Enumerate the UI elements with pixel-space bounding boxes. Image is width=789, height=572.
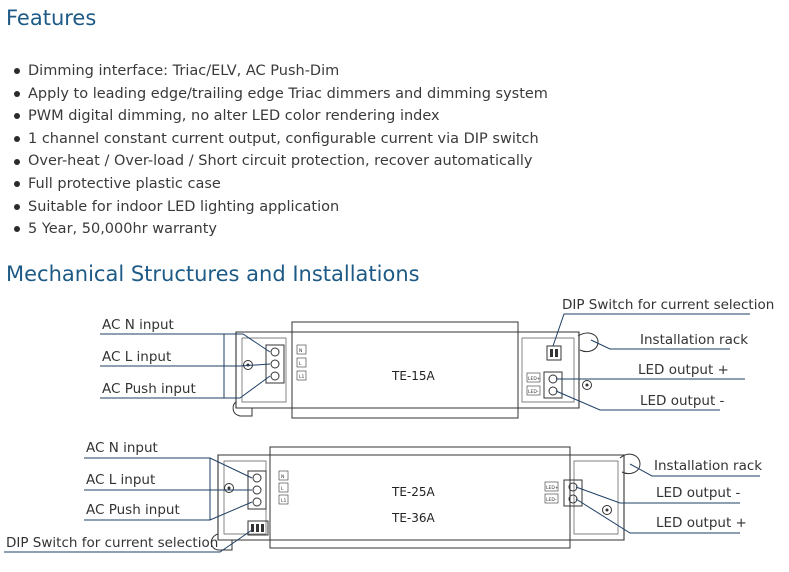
bullet-icon — [14, 90, 20, 97]
terminal-label: L — [281, 486, 284, 492]
features-heading: Features — [6, 6, 97, 30]
mechanical-heading: Mechanical Structures and Installations — [6, 262, 420, 286]
feature-item: Suitable for indoor LED lighting applica… — [14, 196, 548, 219]
output-label: LED+ — [546, 485, 559, 491]
installation-rack-label: Installation rack — [654, 458, 762, 474]
led-output-minus-label: LED output - — [656, 485, 741, 501]
led-output-minus-label: LED output - — [640, 393, 725, 409]
bullet-icon — [14, 181, 20, 188]
terminal-label: L — [299, 361, 302, 367]
terminal-label: L1 — [281, 498, 287, 504]
features-list: Dimming interface: Triac/ELV, AC Push-Di… — [14, 60, 548, 241]
led-output-plus-label: LED output + — [656, 515, 747, 531]
feature-item: Over-heat / Over-load / Short circuit pr… — [14, 150, 548, 173]
dip-switch-label: DIP Switch for current selection — [562, 297, 774, 313]
terminal-label: N — [299, 348, 302, 354]
feature-item: PWM digital dimming, no alter LED color … — [14, 105, 548, 128]
top-device — [100, 313, 750, 419]
feature-item: Full protective plastic case — [14, 173, 548, 196]
bullet-icon — [14, 113, 20, 120]
ac-l-input-label: AC L input — [86, 472, 155, 488]
ac-push-input-label: AC Push input — [86, 502, 180, 518]
installation-rack-label: Installation rack — [640, 332, 748, 348]
bullet-icon — [14, 158, 20, 165]
feature-item: 1 channel constant current output, confi… — [14, 128, 548, 151]
led-output-plus-label: LED output + — [638, 362, 729, 378]
model-label: TE-36A — [391, 511, 436, 525]
ac-push-input-label: AC Push input — [102, 381, 196, 397]
bottom-device — [4, 446, 760, 553]
ac-n-input-label: AC N input — [86, 440, 158, 456]
output-label: LED- — [546, 497, 557, 503]
output-label: LED- — [528, 389, 539, 395]
feature-item: 5 Year, 50,000hr warranty — [14, 218, 548, 241]
terminal-label: N — [281, 474, 284, 480]
dip-switch-label: DIP Switch for current selection — [6, 535, 218, 551]
feature-item: Apply to leading edge/trailing edge Tria… — [14, 83, 548, 106]
bullet-icon — [14, 203, 20, 210]
feature-item: Dimming interface: Triac/ELV, AC Push-Di… — [14, 60, 548, 83]
bullet-icon — [14, 136, 20, 143]
ac-n-input-label: AC N input — [102, 317, 174, 333]
model-label: TE-25A — [391, 485, 436, 499]
model-label: TE-15A — [391, 369, 436, 383]
bullet-icon — [14, 226, 20, 233]
terminal-label: L1 — [299, 374, 305, 380]
output-label: LED+ — [528, 376, 541, 382]
bullet-icon — [14, 68, 20, 75]
ac-l-input-label: AC L input — [102, 349, 171, 365]
